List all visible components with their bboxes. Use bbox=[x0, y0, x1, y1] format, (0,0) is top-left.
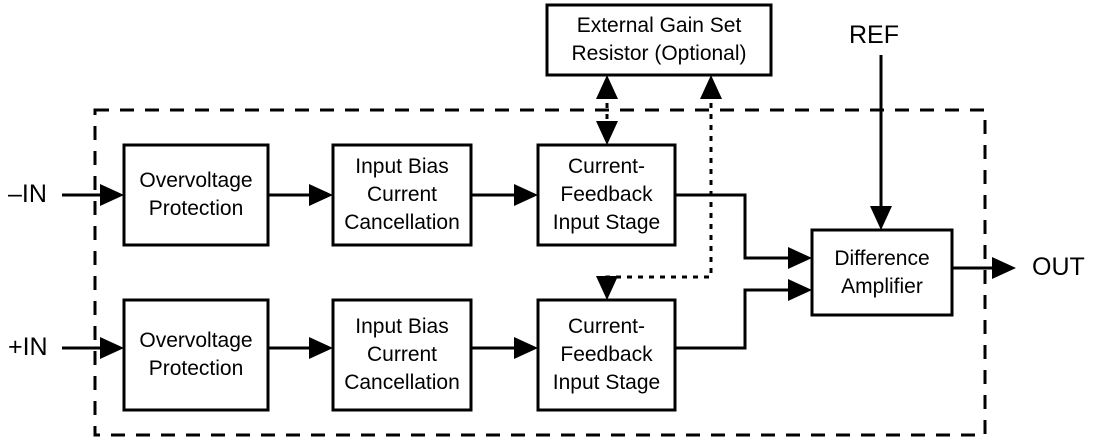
port-label-plus-in: +IN bbox=[8, 333, 48, 361]
arrowhead-currentfeedback-bottom-input bbox=[514, 337, 538, 359]
arrowhead-currentfeedback-bottom-gain-input bbox=[596, 276, 618, 300]
arrowhead-overvoltage-top-input bbox=[100, 184, 124, 206]
arrowhead-out bbox=[992, 257, 1016, 279]
arrowhead-gainset-top-up bbox=[596, 75, 618, 99]
arrowhead-inputbias-top-input bbox=[309, 184, 333, 206]
port-label-ref: REF bbox=[849, 21, 899, 49]
block-overvoltage-protection-bottom bbox=[122, 298, 270, 412]
wire-gainset-to-currentfeedback-bottom bbox=[605, 92, 713, 284]
arrowhead-gainset-bottom-up bbox=[700, 75, 722, 99]
arrowhead-overvoltage-bottom-input bbox=[100, 337, 124, 359]
arrowhead-diffamp-input-top bbox=[788, 247, 812, 269]
arrowhead-currentfeedback-top-gain-input bbox=[596, 121, 618, 145]
port-label-minus-in: –IN bbox=[8, 180, 47, 208]
block-overvoltage-protection-top bbox=[122, 143, 270, 247]
block-difference-amplifier bbox=[810, 228, 954, 317]
wire-currentfeedback-bottom-to-diffamp bbox=[675, 288, 798, 350]
wire-currentfeedback-top-to-diffamp bbox=[675, 193, 798, 260]
block-input-bias-current-cancellation-bottom bbox=[331, 298, 473, 412]
block-input-bias-current-cancellation-top bbox=[331, 143, 473, 247]
device-outline-dashed-boundary bbox=[93, 108, 987, 437]
arrowhead-diffamp-input-bottom bbox=[788, 279, 812, 301]
block-current-feedback-input-stage-bottom bbox=[536, 298, 677, 412]
arrowhead-inputbias-bottom-input bbox=[309, 337, 333, 359]
block-current-feedback-input-stage-top bbox=[536, 143, 677, 247]
block-external-gain-resistor bbox=[545, 3, 773, 77]
arrowhead-currentfeedback-top-input bbox=[514, 184, 538, 206]
port-label-out: OUT bbox=[1032, 253, 1085, 281]
arrowhead-diffamp-ref-input bbox=[870, 206, 892, 230]
